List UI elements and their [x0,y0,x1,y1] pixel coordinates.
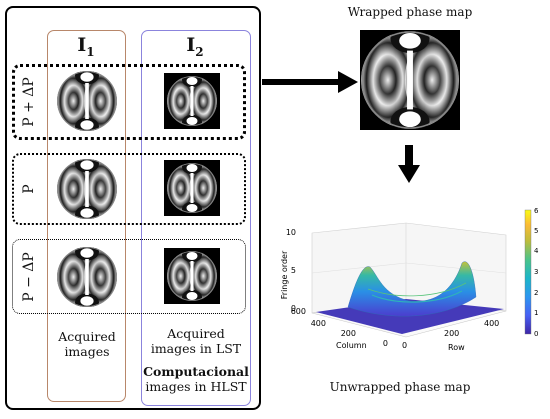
row-axis-label: Row [448,343,465,352]
row-tick-200: 200 [444,329,459,338]
column-header-i2: I2 [186,34,204,59]
column-i2-box [141,30,251,406]
fringe-image-i2-p-minus [164,248,220,304]
column-i1-box [47,30,126,402]
caption-acquired-lst: Acquired images in LST [150,326,242,356]
arrow-to-wrapped [262,71,358,93]
colorbar [524,209,532,335]
col-tick-0: 0 [383,339,388,348]
cbar-tick-6: 6 [534,207,539,215]
arrow-to-unwrapped [398,145,420,183]
row-tick-400: 400 [484,319,499,328]
z-tick-0: 0 [291,304,296,313]
unwrapped-phase-title: Unwrapped phase map [329,380,471,394]
row-label-p-minus: P − ΔP [21,252,37,302]
z-tick-5: 5 [291,266,296,275]
column-header-i1: I1 [77,34,95,59]
fringe-image-i1-p-minus [57,245,117,309]
fringe-image-i2-p-plus [164,73,220,129]
fringe-image-i1-p-plus [57,68,117,134]
column-axis-label: Column [336,341,367,350]
row-box-p [12,153,246,225]
cbar-tick-5: 5 [534,227,538,235]
unwrapped-surface-plot: 10 5 0 Fringe order 600 400 200 0 Column… [280,207,539,352]
wrapped-phase-title: Wrapped phase map [347,5,473,19]
cbar-tick-2: 2 [534,289,538,297]
row-tick-0: 0 [402,341,407,350]
z-axis-label: Fringe order [280,250,289,299]
fringe-image-i1-p [57,157,117,221]
caption-computational-hlst: Computacional images in HLST [143,364,249,394]
z-tick-10: 10 [286,228,296,237]
row-box-p-plus [12,64,246,140]
row-label-p-plus: P + ΔP [21,77,37,127]
wrapped-phase-map [360,30,460,130]
col-tick-400: 400 [311,319,326,328]
col-tick-600: 600 [291,307,306,316]
cbar-tick-3: 3 [534,268,538,276]
col-tick-200: 200 [341,329,356,338]
fringe-image-i2-p [164,160,220,216]
cbar-tick-4: 4 [534,247,539,255]
row-box-p-minus [12,239,246,314]
caption-acquired-images: Acquired images [58,329,116,359]
cbar-tick-0: 0 [534,330,538,338]
row-label-p: P [21,184,37,194]
cbar-tick-1: 1 [534,309,538,317]
acquisition-panel [5,6,261,410]
